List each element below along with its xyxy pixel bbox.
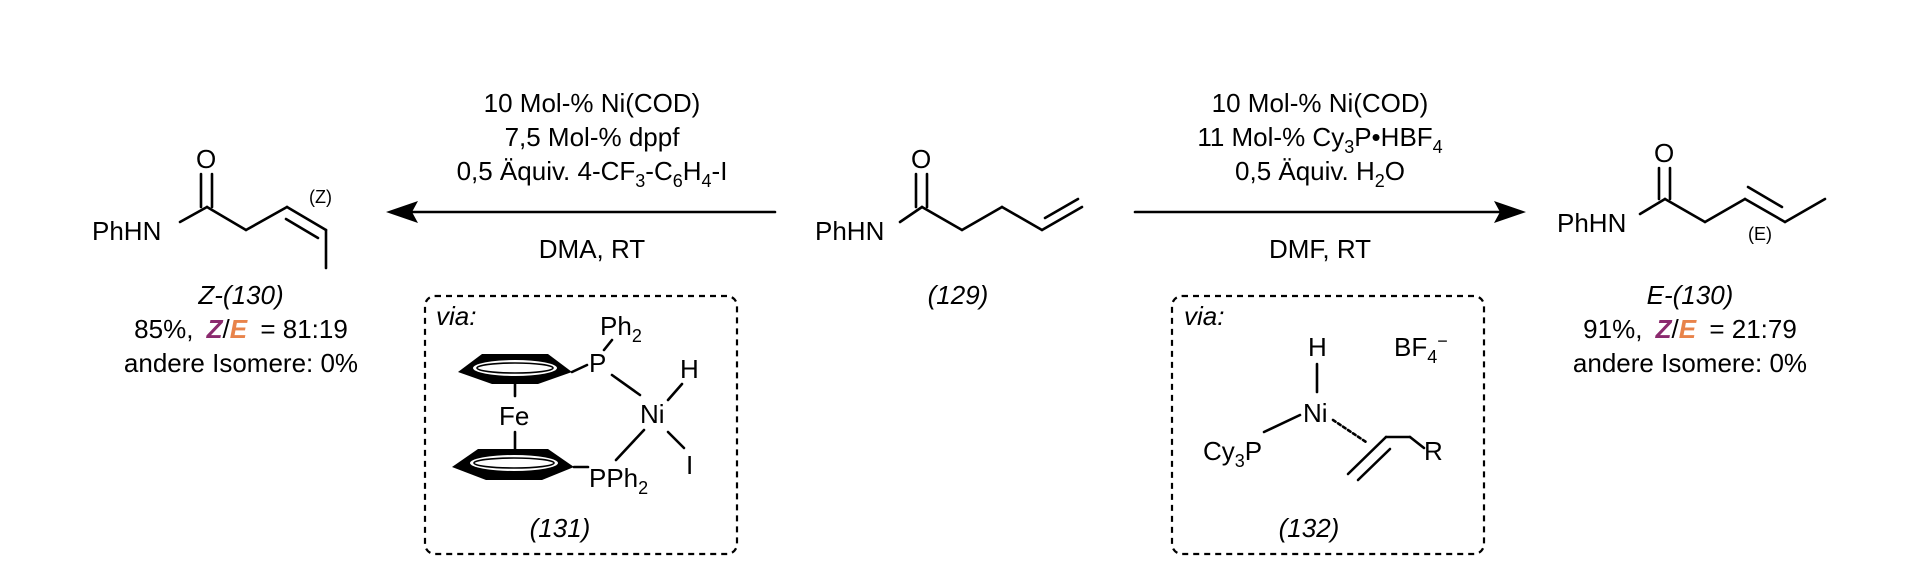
start-structure: PhHN O (129) bbox=[815, 144, 1084, 310]
start-label: (129) bbox=[928, 280, 989, 310]
product-z-oxygen: O bbox=[196, 144, 216, 174]
left-cond-line1: 10 Mol-% Ni(COD) bbox=[484, 88, 701, 118]
product-e-isomers: andere Isomere: 0% bbox=[1573, 348, 1807, 378]
intermediate-131-via: via: bbox=[436, 301, 476, 331]
z-double-bond bbox=[285, 205, 328, 232]
e-letter: E bbox=[230, 314, 248, 344]
z-letter: Z bbox=[1655, 314, 1673, 344]
right-cond-line2: 11 Mol-% Cy3P•HBF4 bbox=[1197, 122, 1442, 157]
arrow-head bbox=[1494, 201, 1526, 223]
product-z-structure: PhHN O (Z) bbox=[92, 144, 332, 270]
intermediate-131-box bbox=[423, 294, 739, 556]
right-cond-line3: 0,5 Äquiv. H2O bbox=[1235, 156, 1405, 191]
product-z-stereo-tag: (Z) bbox=[309, 187, 332, 207]
z-double-bond-inner bbox=[284, 217, 320, 240]
e-letter: E bbox=[1679, 314, 1697, 344]
ni-atom: Ni bbox=[640, 399, 665, 429]
left-cond-line2: 7,5 Mol-% dppf bbox=[505, 122, 681, 152]
bf4-anion: BF4− bbox=[1394, 331, 1448, 367]
pph2-lower: PPh2 bbox=[589, 463, 648, 498]
intermediate-131-label: (131) bbox=[530, 513, 591, 543]
product-e-caption: E-(130) 91%, Z/E = 21:79 andere Isomere:… bbox=[1573, 280, 1807, 378]
product-e-label: E-(130) bbox=[1647, 280, 1734, 310]
product-e-oxygen: O bbox=[1654, 138, 1674, 168]
ni-atom: Ni bbox=[1303, 398, 1328, 428]
intermediate-132-via: via: bbox=[1184, 301, 1224, 331]
dashed-bond bbox=[1331, 418, 1368, 444]
left-cond-solvent: DMA, RT bbox=[539, 234, 646, 264]
p-atom-upper: P bbox=[589, 348, 606, 378]
product-z-phhn: PhHN bbox=[92, 216, 161, 246]
arrow-head bbox=[386, 201, 418, 223]
ph2-upper: Ph2 bbox=[600, 311, 642, 346]
h-atom: H bbox=[680, 354, 699, 384]
e-double-bond-inner bbox=[1746, 185, 1784, 209]
start-oxygen: O bbox=[911, 144, 931, 174]
product-z-caption: Z-(130) 85%, Z/E = 81:19 andere Isomere:… bbox=[124, 280, 358, 378]
i-atom: I bbox=[686, 450, 693, 480]
product-z-label: Z-(130) bbox=[197, 280, 283, 310]
right-conditions: 10 Mol-% Ni(COD) 11 Mol-% Cy3P•HBF4 0,5 … bbox=[1197, 88, 1442, 264]
product-z-isomers: andere Isomere: 0% bbox=[124, 348, 358, 378]
product-e-stereo-tag: (E) bbox=[1748, 224, 1772, 244]
bond bbox=[205, 205, 248, 232]
bond bbox=[244, 205, 289, 232]
left-cond-line3: 0,5 Äquiv. 4-CF3-C6H4-I bbox=[457, 156, 728, 191]
product-e-structure: PhHN O (E) bbox=[1557, 138, 1827, 244]
cy3p-ligand: Cy3P bbox=[1203, 436, 1262, 471]
start-phhn: PhHN bbox=[815, 216, 884, 246]
product-e-ratio-line: 91%, Z/E = 21:79 bbox=[1583, 314, 1797, 344]
intermediate-132: via: H BF4− Ni Cy3P R (132) bbox=[1170, 294, 1486, 556]
right-cond-solvent: DMF, RT bbox=[1269, 234, 1371, 264]
e-double-bond bbox=[1743, 197, 1787, 224]
intermediate-132-label: (132) bbox=[1279, 513, 1340, 543]
intermediate-132-box bbox=[1170, 294, 1486, 556]
z-letter: Z bbox=[206, 314, 224, 344]
r-group: R bbox=[1424, 436, 1443, 466]
right-reaction-arrow bbox=[1133, 201, 1526, 223]
left-reaction-arrow bbox=[386, 201, 777, 223]
product-e-phhn: PhHN bbox=[1557, 208, 1626, 238]
left-conditions: 10 Mol-% Ni(COD) 7,5 Mol-% dppf 0,5 Äqui… bbox=[457, 88, 728, 264]
right-cond-line1: 10 Mol-% Ni(COD) bbox=[1212, 88, 1429, 118]
intermediate-131: via: Fe P Ph2 Ni H I PPh2 (131) bbox=[423, 294, 739, 556]
product-z-ratio-line: 85%, Z/E = 81:19 bbox=[134, 314, 348, 344]
fe-atom: Fe bbox=[499, 401, 529, 431]
bond bbox=[178, 205, 209, 224]
h-atom: H bbox=[1308, 332, 1327, 362]
